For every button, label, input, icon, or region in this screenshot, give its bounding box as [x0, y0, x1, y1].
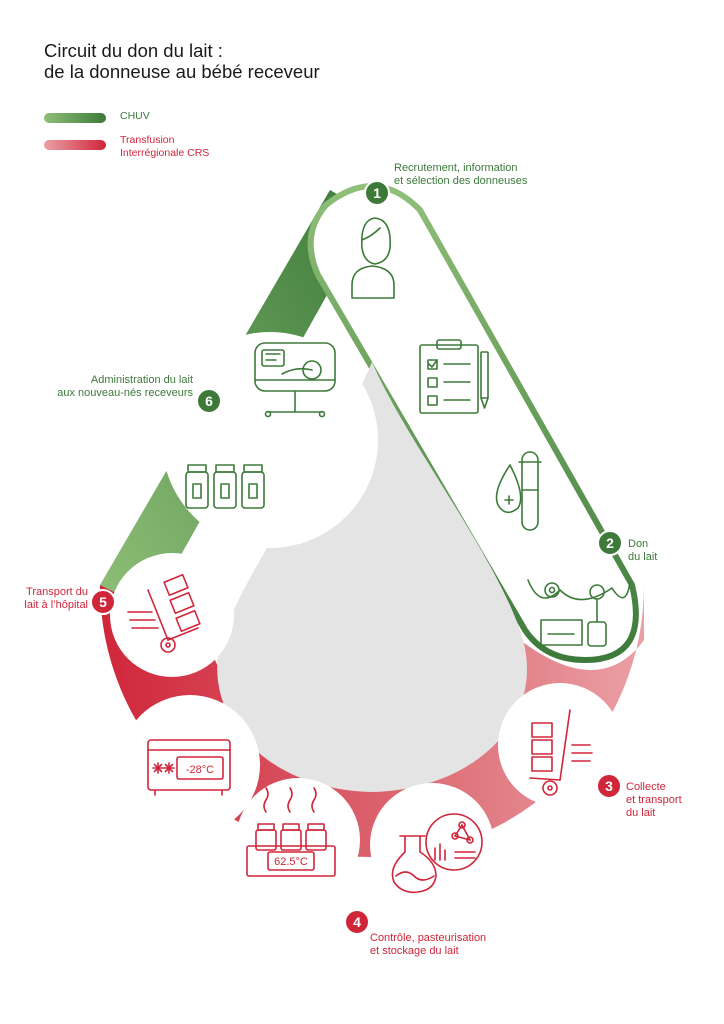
clipboard-checklist-icon [419, 339, 489, 414]
legend-swatch-red [44, 140, 106, 150]
step-label-4-line-1: Contrôle, pasteurisation [370, 932, 487, 944]
step-label-3-line-3: du lait [626, 807, 656, 819]
step-badge-2: 2 [597, 530, 623, 556]
milk-bottles-icon [185, 464, 265, 509]
step-label-6-line-1: Administration du lait [90, 374, 193, 386]
step-label-3-line-1: Collecte [626, 781, 666, 793]
step-label-1: Recrutement, information et sélection de… [394, 162, 527, 188]
step-label-1-line-1: Recrutement, information [394, 162, 518, 174]
step-badge-4: 4 [344, 909, 370, 935]
breast-pump-icon [527, 579, 631, 647]
step-label-6: Administration du lait aux nouveau-nés r… [57, 374, 193, 400]
step-label-4: Contrôle, pasteurisation et stockage du … [370, 932, 486, 958]
circle-pasteurization [236, 778, 360, 902]
diagram-title: Circuit du don du lait : de la donneuse … [44, 40, 320, 82]
legend-label-chuv: CHUV [120, 110, 150, 122]
step-label-3-line-2: et transport [626, 794, 682, 806]
step-badge-6: 6 [196, 388, 222, 414]
step-number-5: 5 [99, 594, 107, 610]
step-label-5-line-2: lait à l’hôpital [24, 599, 88, 611]
step-label-1-line-2: et sélection des donneuses [394, 175, 528, 187]
circle-freezer [120, 695, 260, 835]
step-badge-1: 1 [364, 180, 390, 206]
step-badge-3: 3 [596, 773, 622, 799]
hand-truck-hospital-icon [127, 573, 201, 653]
step-label-2: Don du lait [628, 538, 657, 564]
title-line-2: de la donneuse au bébé receveur [44, 61, 320, 82]
donor-person-icon [351, 217, 395, 299]
step-label-2-line-2: du lait [628, 551, 658, 563]
step-number-2: 2 [606, 535, 614, 551]
incubator-icon [254, 342, 336, 418]
step-number-4: 4 [353, 914, 361, 930]
legend-item-chuv: CHUV [44, 110, 150, 123]
step-label-2-line-1: Don [628, 538, 649, 550]
circle-administration [162, 332, 378, 548]
legend-label-crs-line-1: Transfusion [120, 134, 175, 146]
circle-collection [498, 683, 622, 807]
legend-swatch-green [44, 113, 106, 123]
pasteurizer-temperature: 62.5°C [274, 856, 308, 868]
hand-truck-collection-icon [529, 709, 593, 796]
title-line-1: Circuit du don du lait : [44, 40, 223, 61]
lab-analysis-icon [391, 813, 483, 894]
freezer-icon [147, 739, 231, 796]
step-label-4-line-2: et stockage du lait [370, 945, 459, 957]
step-badge-5: 5 [90, 589, 116, 615]
step-label-6-line-2: aux nouveau-nés receveurs [57, 387, 193, 399]
chuv-right-pill [307, 183, 639, 664]
freezer-temperature: -28°C [186, 764, 214, 776]
legend-label-crs: Transfusion Interrégionale CRS [120, 134, 209, 160]
step-number-1: 1 [373, 185, 381, 201]
milk-drop [217, 362, 528, 792]
step-number-3: 3 [605, 778, 613, 794]
step-number-6: 6 [205, 393, 213, 409]
step-label-3: Collecte et transport du lait [626, 781, 682, 820]
blood-test-icon [495, 451, 542, 531]
legend-item-crs: Transfusion Interrégionale CRS [44, 134, 209, 160]
circle-lab-control [370, 783, 494, 907]
step-label-5: Transport du lait à l’hôpital [24, 586, 88, 612]
step-label-5-line-1: Transport du [26, 586, 88, 598]
legend-label-crs-line-2: Interrégionale CRS [120, 147, 210, 159]
circle-transport-hospital [110, 553, 234, 677]
snowflake-icon [152, 762, 175, 774]
pasteurizer-icon [246, 787, 336, 877]
